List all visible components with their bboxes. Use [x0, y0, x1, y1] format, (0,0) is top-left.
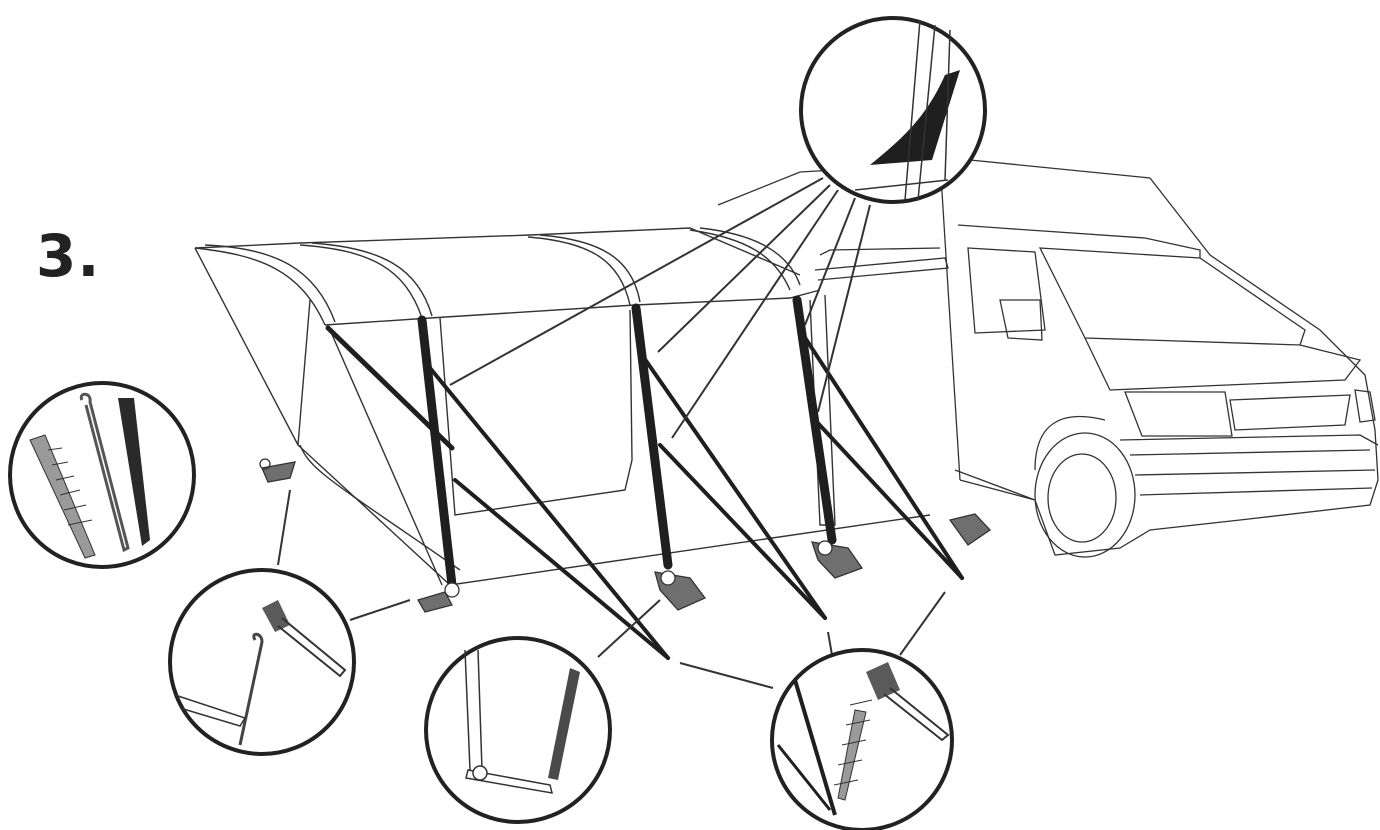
callout-mallet-angled-peg — [772, 650, 952, 830]
step-number: 3. — [36, 222, 100, 290]
callout-pole-sleeve — [801, 18, 985, 202]
callout-peg-types — [10, 383, 194, 567]
callout-foot-strap-peg — [426, 638, 610, 822]
guy-lines — [430, 330, 962, 658]
ground-feet — [260, 459, 990, 612]
callout-mallet-hook-peg — [170, 570, 354, 754]
